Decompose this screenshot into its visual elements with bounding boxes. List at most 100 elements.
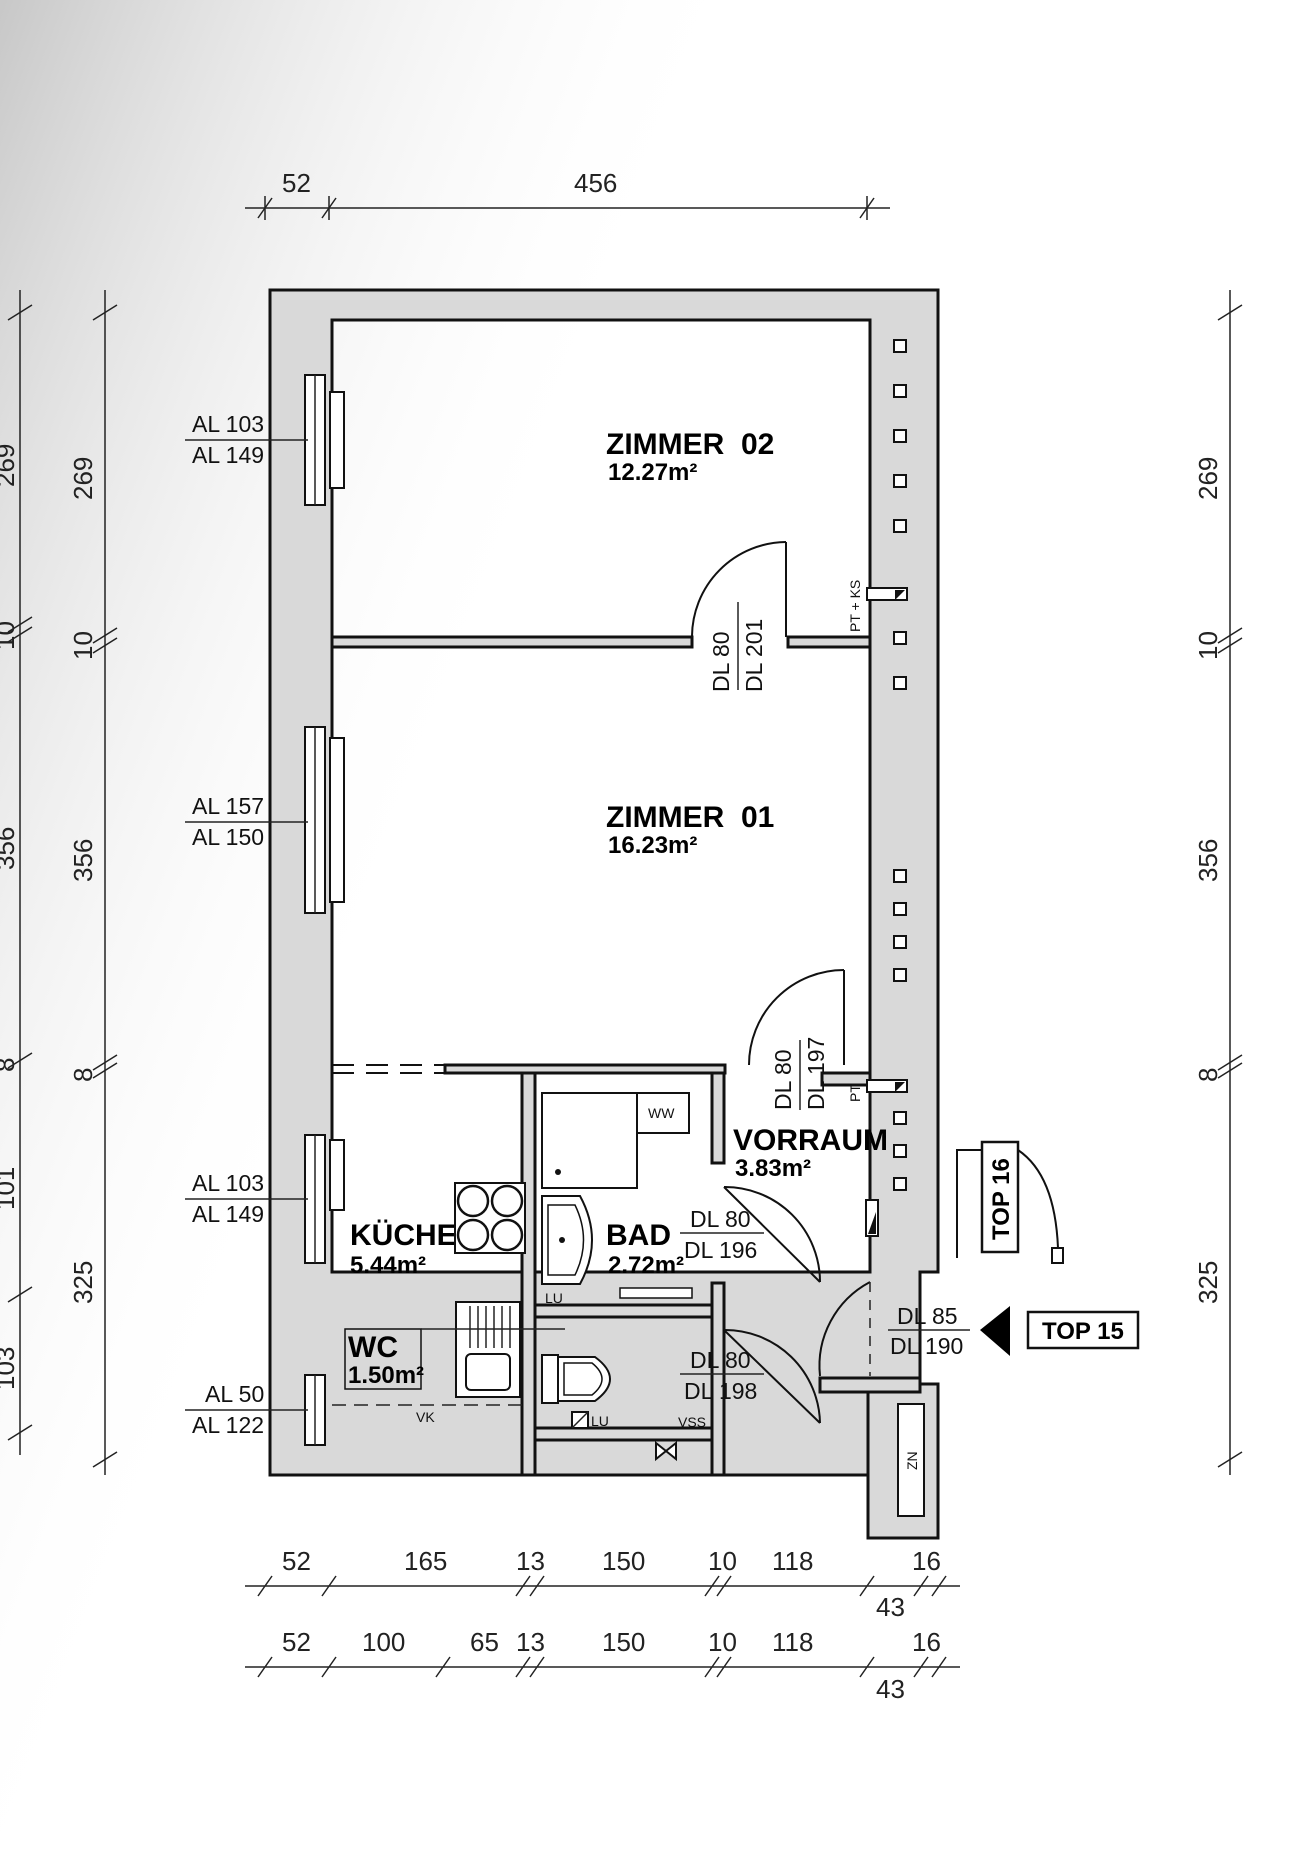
- door-bad: [723, 1185, 821, 1283]
- dimension-bottom-2-3: 65: [470, 1627, 499, 1657]
- windows: [304, 374, 345, 1446]
- kitchen-sink-icon: [455, 1301, 521, 1398]
- room-vorraum-area: 3.83m²: [735, 1155, 811, 1182]
- top16-marker: TOP 16: [956, 1140, 1064, 1264]
- dimension-right-5: 325: [1193, 1261, 1223, 1304]
- window-1-top-label: AL 103: [192, 411, 264, 437]
- installation-markers: [893, 339, 907, 1191]
- dimension-bottom-1-1: 52: [282, 1546, 311, 1576]
- dimension-left-outer-3: 356: [0, 827, 20, 870]
- window-3-bottom-label: AL 149: [192, 1201, 264, 1227]
- pt-ks-label: PT + KS: [847, 580, 863, 632]
- doors: DL 80 DL 201 DL 80 DL 197: [691, 541, 871, 1424]
- dimension-left-4: 8: [68, 1068, 98, 1082]
- dimension-bottom-2-4: 13: [516, 1627, 545, 1657]
- dimension-bottom-1-6: 118: [772, 1546, 813, 1576]
- dimension-left-5: 325: [68, 1261, 98, 1304]
- dimension-bottom-2-7: 118: [772, 1627, 813, 1657]
- dimension-left-outer-2: 10: [0, 621, 20, 650]
- dimension-bottom-1-4: 150: [602, 1546, 645, 1576]
- window-2-bottom-label: AL 150: [192, 824, 264, 850]
- valve-label: VSS: [678, 1414, 706, 1430]
- pt-label: PT: [847, 1084, 863, 1102]
- wc-ventilation-label: LU: [591, 1413, 609, 1429]
- dimension-bottom-1-8: 43: [876, 1592, 905, 1622]
- door-zimmer02: DL 80 DL 201: [691, 541, 787, 692]
- dimension-bottom-2-5: 150: [602, 1627, 645, 1657]
- window-3: [304, 1134, 345, 1264]
- dimension-left-outer: 269 10 356 8 101 103: [0, 290, 33, 1455]
- window-4-bottom-label: AL 122: [192, 1412, 264, 1438]
- dimension-bottom-1-5: 10: [708, 1546, 737, 1576]
- door-zimmer02-top-label: DL 80: [708, 631, 734, 692]
- window-2-top-label: AL 157: [192, 793, 264, 819]
- dimension-bottom-2-8: 16: [912, 1627, 941, 1657]
- room-wc-name: WC: [348, 1331, 398, 1364]
- dimension-right-4: 8: [1193, 1068, 1223, 1082]
- dimension-right: 269 10 356 8 325: [1193, 290, 1243, 1475]
- room-bad-name: BAD: [606, 1219, 671, 1252]
- cooktop-icon: [454, 1182, 526, 1254]
- dimension-right-3: 356: [1193, 839, 1223, 882]
- top15-label: TOP 15: [1042, 1318, 1124, 1345]
- room-labels: ZIMMER 02 12.27m² ZIMMER 01 16.23m² VORR…: [344, 428, 888, 1390]
- dimension-bottom-1-7: 16: [912, 1546, 941, 1576]
- valve-icon: [655, 1440, 677, 1462]
- door-labels: DL 80 DL 196 DL 80 DL 198 DL 85 DL 190: [680, 1206, 970, 1404]
- dimension-left-outer-6: 103: [0, 1347, 20, 1390]
- toilet-icon: [541, 1354, 611, 1404]
- room-zimmer01-area: 16.23m²: [608, 832, 697, 859]
- door-bad-bottom-label: DL 196: [684, 1237, 757, 1263]
- water-heater-icon: WW: [636, 1092, 690, 1134]
- fixtures: WW LU LU VSS VK ZN: [332, 1092, 920, 1470]
- dimension-bottom-2-6: 10: [708, 1627, 737, 1657]
- door-entry-top-label: DL 85: [897, 1303, 958, 1329]
- meter-box-vorraum: PT: [847, 1079, 908, 1102]
- room-wc-area: 1.50m²: [348, 1362, 424, 1389]
- meter-box-zimmer02: PT + KS: [847, 580, 908, 632]
- dimension-left-2: 10: [68, 631, 98, 660]
- fuse-box-icon: [865, 1199, 879, 1237]
- dimension-bottom-2-9: 43: [876, 1674, 905, 1704]
- door-zimmer01: DL 80 DL 197: [748, 969, 845, 1110]
- dimension-bottom-1-2: 165: [404, 1546, 447, 1576]
- dimension-top-1: 52: [282, 168, 311, 198]
- bad-ventilation-label: LU: [545, 1290, 563, 1306]
- window-3-top-label: AL 103: [192, 1170, 264, 1196]
- dimension-left-3: 356: [68, 839, 98, 882]
- walls: [268, 288, 940, 1540]
- room-kueche-area: 5.44m²: [350, 1252, 426, 1279]
- door-entry: [818, 1281, 871, 1377]
- door-bad-top-label: DL 80: [690, 1206, 751, 1232]
- dimension-left-outer-5: 101: [0, 1167, 20, 1210]
- water-heater-label: WW: [648, 1105, 675, 1121]
- door-wc: [723, 1328, 821, 1424]
- dimension-right-1: 269: [1193, 457, 1223, 500]
- dimension-top: 52 456: [245, 168, 890, 220]
- door-zimmer01-top-label: DL 80: [770, 1049, 796, 1110]
- door-zimmer02-bottom-label: DL 201: [741, 619, 767, 692]
- dimension-left-1: 269: [68, 457, 98, 500]
- room-vorraum-name: VORRAUM: [733, 1124, 888, 1157]
- door-entry-bottom-label: DL 190: [890, 1333, 963, 1359]
- dimension-bottom-2: 52 100 65 13 150 10 118 16 43: [245, 1627, 960, 1704]
- zn-label: ZN: [904, 1451, 920, 1470]
- room-zimmer02-area: 12.27m²: [608, 459, 697, 486]
- dimension-right-2: 10: [1193, 631, 1223, 660]
- dimension-bottom-1-3: 13: [516, 1546, 545, 1576]
- window-2: [304, 726, 345, 914]
- dimension-bottom-2-2: 100: [362, 1627, 405, 1657]
- room-kueche-name: KÜCHE: [350, 1219, 457, 1252]
- window-labels: AL 103 AL 149 AL 157 AL 150 AL 103 AL 14…: [185, 411, 308, 1438]
- dimension-left-outer-4: 8: [0, 1058, 20, 1072]
- window-1: [304, 374, 345, 506]
- top15-marker: TOP 15: [980, 1306, 1140, 1356]
- dimension-top-2: 456: [574, 168, 617, 198]
- dimension-left-outer-1: 269: [0, 444, 20, 487]
- vk-label: VK: [416, 1409, 435, 1425]
- room-zimmer02-name: ZIMMER 02: [606, 428, 774, 461]
- dimension-bottom-2-1: 52: [282, 1627, 311, 1657]
- door-zimmer01-bottom-label: DL 197: [803, 1037, 829, 1110]
- dimension-bottom-1: 52 165 13 150 10 118 16 43: [245, 1546, 960, 1622]
